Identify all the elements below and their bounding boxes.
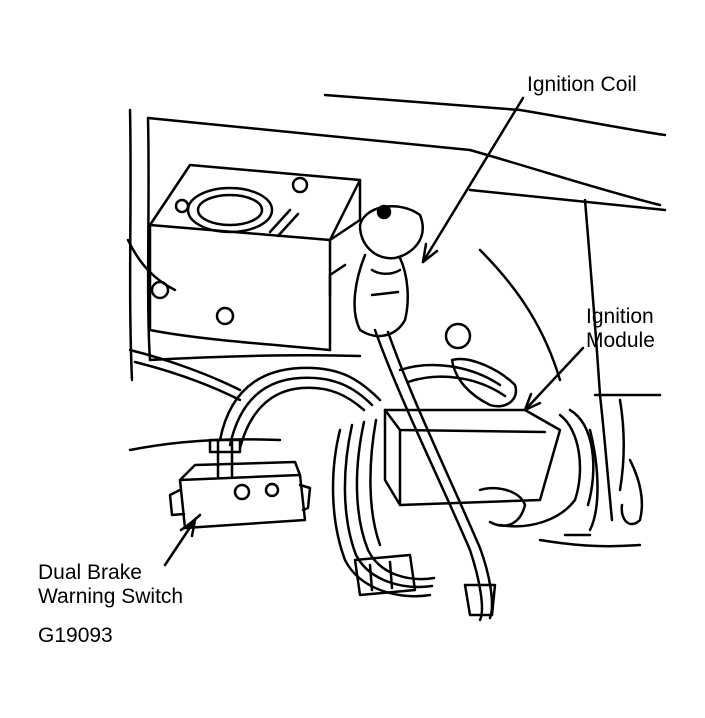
figure-id: G19093 — [38, 624, 113, 648]
ignition-module-label-line-1: Ignition — [586, 305, 654, 328]
coil-leader-arrow — [421, 96, 525, 264]
figure-id-text: G19093 — [38, 624, 113, 647]
ignition-coil-label-text: Ignition Coil — [527, 73, 637, 96]
brake-switch-label: Dual Brake Warning Switch — [38, 561, 183, 609]
brake-switch-label-line-1: Dual Brake — [38, 561, 142, 584]
ignition-module-label-line-2: Module — [586, 329, 655, 352]
switch-leader-arrow — [163, 518, 197, 567]
body-panel-lines — [128, 93, 667, 522]
brake-switch-label-line-2: Warning Switch — [38, 585, 184, 608]
module-leader-arrow — [523, 346, 585, 412]
leader-lines — [163, 96, 585, 567]
mounting-bracket — [148, 163, 362, 352]
dual-brake-warning-switch — [168, 438, 312, 530]
ignition-coil-label: Ignition Coil — [527, 73, 637, 97]
ignition-module — [383, 322, 562, 527]
ignition-module-label: Ignition Module — [586, 305, 655, 353]
wiring-harness — [126, 238, 644, 622]
ignition-coil — [328, 204, 424, 338]
